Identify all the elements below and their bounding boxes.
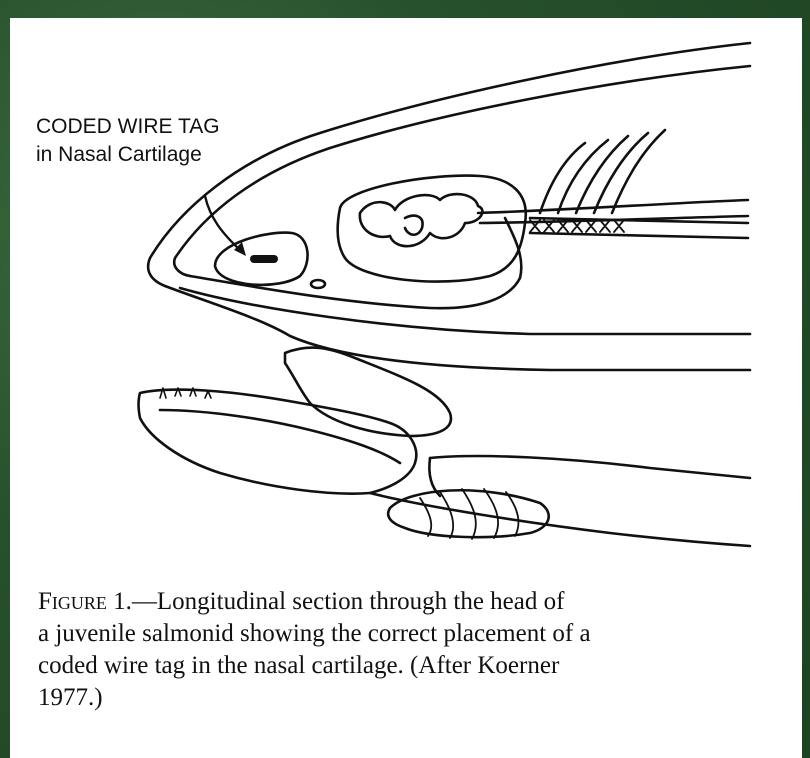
figure-panel: CODED WIRE TAG in Nasal Cartilage Figure… [10,18,802,758]
tag-label-line2: in Nasal Cartilage [36,141,220,169]
lower-body-line [370,493,750,546]
figure-caption: Figure 1.—Longitudinal section through t… [38,586,778,714]
caption-line3: coded wire tag in the nasal cartilage. (… [38,650,778,682]
lower-jaw-inner [160,410,400,463]
coded-wire-tag [250,255,278,263]
head-outline-dorsal [148,43,750,370]
lower-jaw-outer [139,390,417,494]
tag-label: CODED WIRE TAG in Nasal Cartilage [36,113,220,169]
brain-inner-fold [405,216,423,235]
head-outline-inner [174,66,750,276]
caption-line1: Figure 1.—Longitudinal section through t… [38,586,778,618]
figure-word: Figure [38,588,107,615]
salmonid-head-diagram [10,18,802,578]
notochord-bottom [530,233,748,238]
caption-line4: 1977.) [38,682,778,714]
caption-line1-text: 1.—Longitudinal section through the head… [107,588,565,615]
maxilla [285,348,451,436]
tag-label-line1: CODED WIRE TAG [36,113,220,141]
dorsal-rays [540,130,665,213]
caption-line2: a juvenile salmonid showing the correct … [38,618,778,650]
snout-lower-line [180,288,750,334]
nostril-pore [311,280,325,288]
snout-cavity [190,218,521,308]
hyoid [430,456,750,478]
